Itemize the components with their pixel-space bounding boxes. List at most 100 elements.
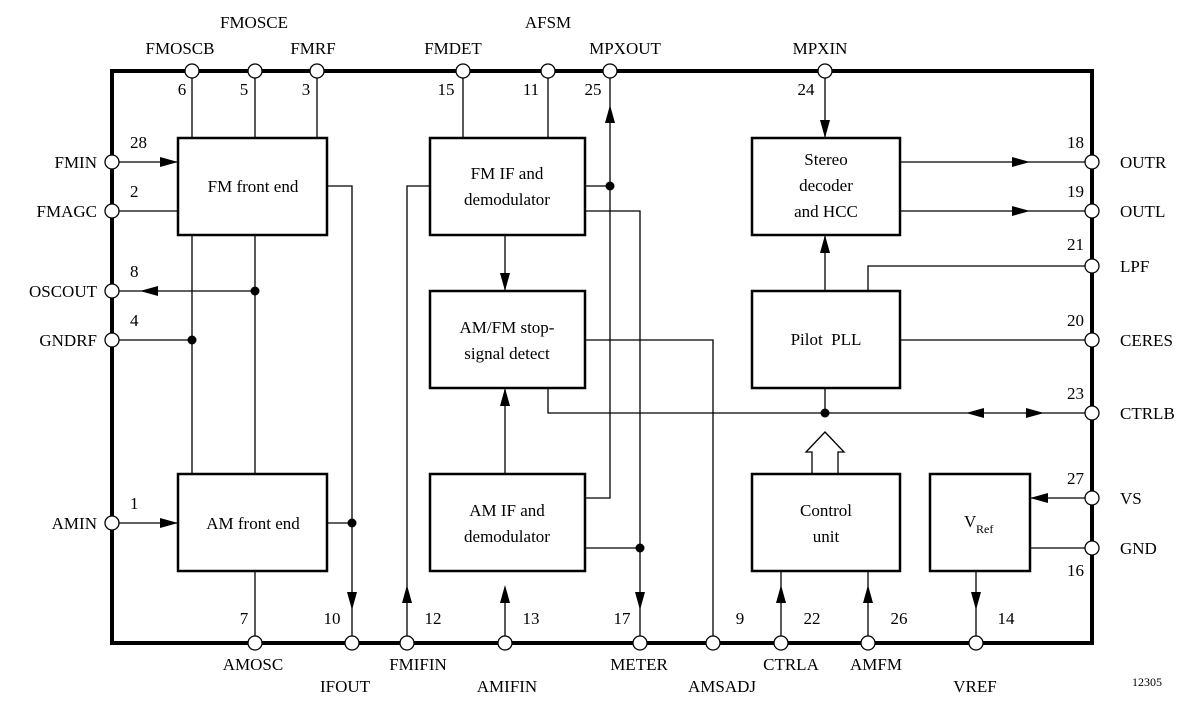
arrow-ctrlb-left [966,408,984,418]
junction-ifout [347,518,357,528]
pin-outr [1084,154,1100,170]
pin-num-amin: 1 [130,494,139,513]
ic-outline [110,69,1094,645]
vref-block: V Ref [928,472,1032,573]
stop-signal-block: AM/FM stop- signal detect [428,289,587,390]
pin-num-gnd: 16 [1067,561,1084,580]
pin-num-fmifin: 12 [425,609,442,628]
pin-num-mpxout: 25 [585,80,602,99]
pin-name-fmifin: FMIFIN [389,655,447,674]
stereo-label-line1: Stereo [804,150,847,169]
pin-name-gndrf: GNDRF [39,331,97,350]
pin-gnd [1084,540,1100,556]
pin-name-vref: VREF [953,677,996,696]
pin-name-ctrla: CTRLA [763,655,819,674]
pin-vs [1084,490,1100,506]
pin-name-ctrlb: CTRLB [1120,404,1175,423]
pin-num-amsadj: 9 [736,609,745,628]
arrow-oscout [140,286,158,296]
pin-amifin [497,635,513,651]
pin-fmagc [104,203,120,219]
pin-num-vs: 27 [1067,469,1085,488]
pin-num-meter: 17 [614,609,632,628]
arrow-ctrla [776,585,786,603]
pin-fmoscb [184,63,200,79]
arrow-ifout [347,592,357,610]
control-unit-block: Control unit [750,472,902,573]
vref-block-label: V [964,512,977,531]
arrow-fmif-to-stop [500,273,510,291]
pin-oscout [104,283,120,299]
pin-name-amifin: AMIFIN [477,677,537,696]
pin-name-ceres: CERES [1120,331,1173,350]
stereo-decoder-block: Stereo decoder and HCC [750,136,902,237]
pin-ctrlb [1084,405,1100,421]
pilot-pll-block: Pilot PLL [750,289,902,390]
pin-num-ceres: 20 [1067,311,1084,330]
pin-num-afsm: 11 [523,80,539,99]
pin-num-ifout: 10 [324,609,341,628]
pin-number-labels: 6 5 3 15 11 25 24 28 2 8 4 1 18 19 21 20… [130,80,1085,628]
pin-name-fmrf: FMRF [290,39,335,58]
arrow-vref [971,592,981,610]
fm-front-end-block: FM front end [176,136,329,237]
arrowheads [140,105,1048,610]
vref-block-subscript: Ref [976,522,993,536]
am-if-label-line1: AM IF and [469,501,545,520]
arrow-mpxin [820,120,830,138]
arrow-outr [1012,157,1030,167]
pin-name-labels: FMOSCB FMOSCE FMRF FMDET AFSM MPXOUT MPX… [29,13,1175,696]
pin-name-mpxin: MPXIN [793,39,848,58]
am-if-label-line2: demodulator [464,527,550,546]
pin-num-ctrlb: 23 [1067,384,1084,403]
arrow-pilot-to-stereo [820,235,830,253]
pin-num-oscout: 8 [130,262,139,281]
pin-fmdet [455,63,471,79]
pin-num-fmagc: 2 [130,182,139,201]
stop-signal-label-line2: signal detect [464,344,550,363]
pin-name-oscout: OSCOUT [29,282,98,301]
pin-outl [1084,203,1100,219]
fm-if-block: FM IF and demodulator [428,136,587,237]
arrow-amif-to-stop [500,388,510,406]
pin-num-amosc: 7 [240,609,249,628]
arrow-fmin [160,157,178,167]
pin-lpf [1084,258,1100,274]
pin-num-outr: 18 [1067,133,1084,152]
pin-name-fmagc: FMAGC [37,202,97,221]
arrow-ctrlb-right [1026,408,1044,418]
pin-amfm [860,635,876,651]
pin-num-lpf: 21 [1067,235,1084,254]
arrow-meter [635,592,645,610]
arrow-vs [1030,493,1048,503]
pin-amsadj [705,635,721,651]
pin-vref [968,635,984,651]
pin-name-vs: VS [1120,489,1142,508]
junction-meter [635,543,645,553]
am-front-end-block: AM front end [176,472,329,573]
figure-code: 12305 [1132,675,1162,689]
stereo-label-line2: decoder [799,176,853,195]
fm-if-label-line2: demodulator [464,190,550,209]
pin-name-outr: OUTR [1120,153,1167,172]
pin-num-amifin: 13 [523,609,540,628]
pin-name-afsm: AFSM [525,13,571,32]
junctions [187,181,830,553]
pin-fmin [104,154,120,170]
pin-num-fmin: 28 [130,133,147,152]
arrow-outl [1012,206,1030,216]
junction-bus [820,408,830,418]
arrow-fmifin [402,585,412,603]
pin-name-amfm: AMFM [850,655,902,674]
arrow-amfm [863,585,873,603]
pins [104,63,1100,651]
pin-ctrla [773,635,789,651]
fm-if-label-line1: FM IF and [471,164,544,183]
pin-name-fmdet: FMDET [424,39,482,58]
pin-ceres [1084,332,1100,348]
stop-signal-label-line1: AM/FM stop- [460,318,555,337]
pin-afsm [540,63,556,79]
pin-mpxin [817,63,833,79]
pin-num-outl: 19 [1067,182,1084,201]
pin-name-fmoscb: FMOSCB [146,39,215,58]
